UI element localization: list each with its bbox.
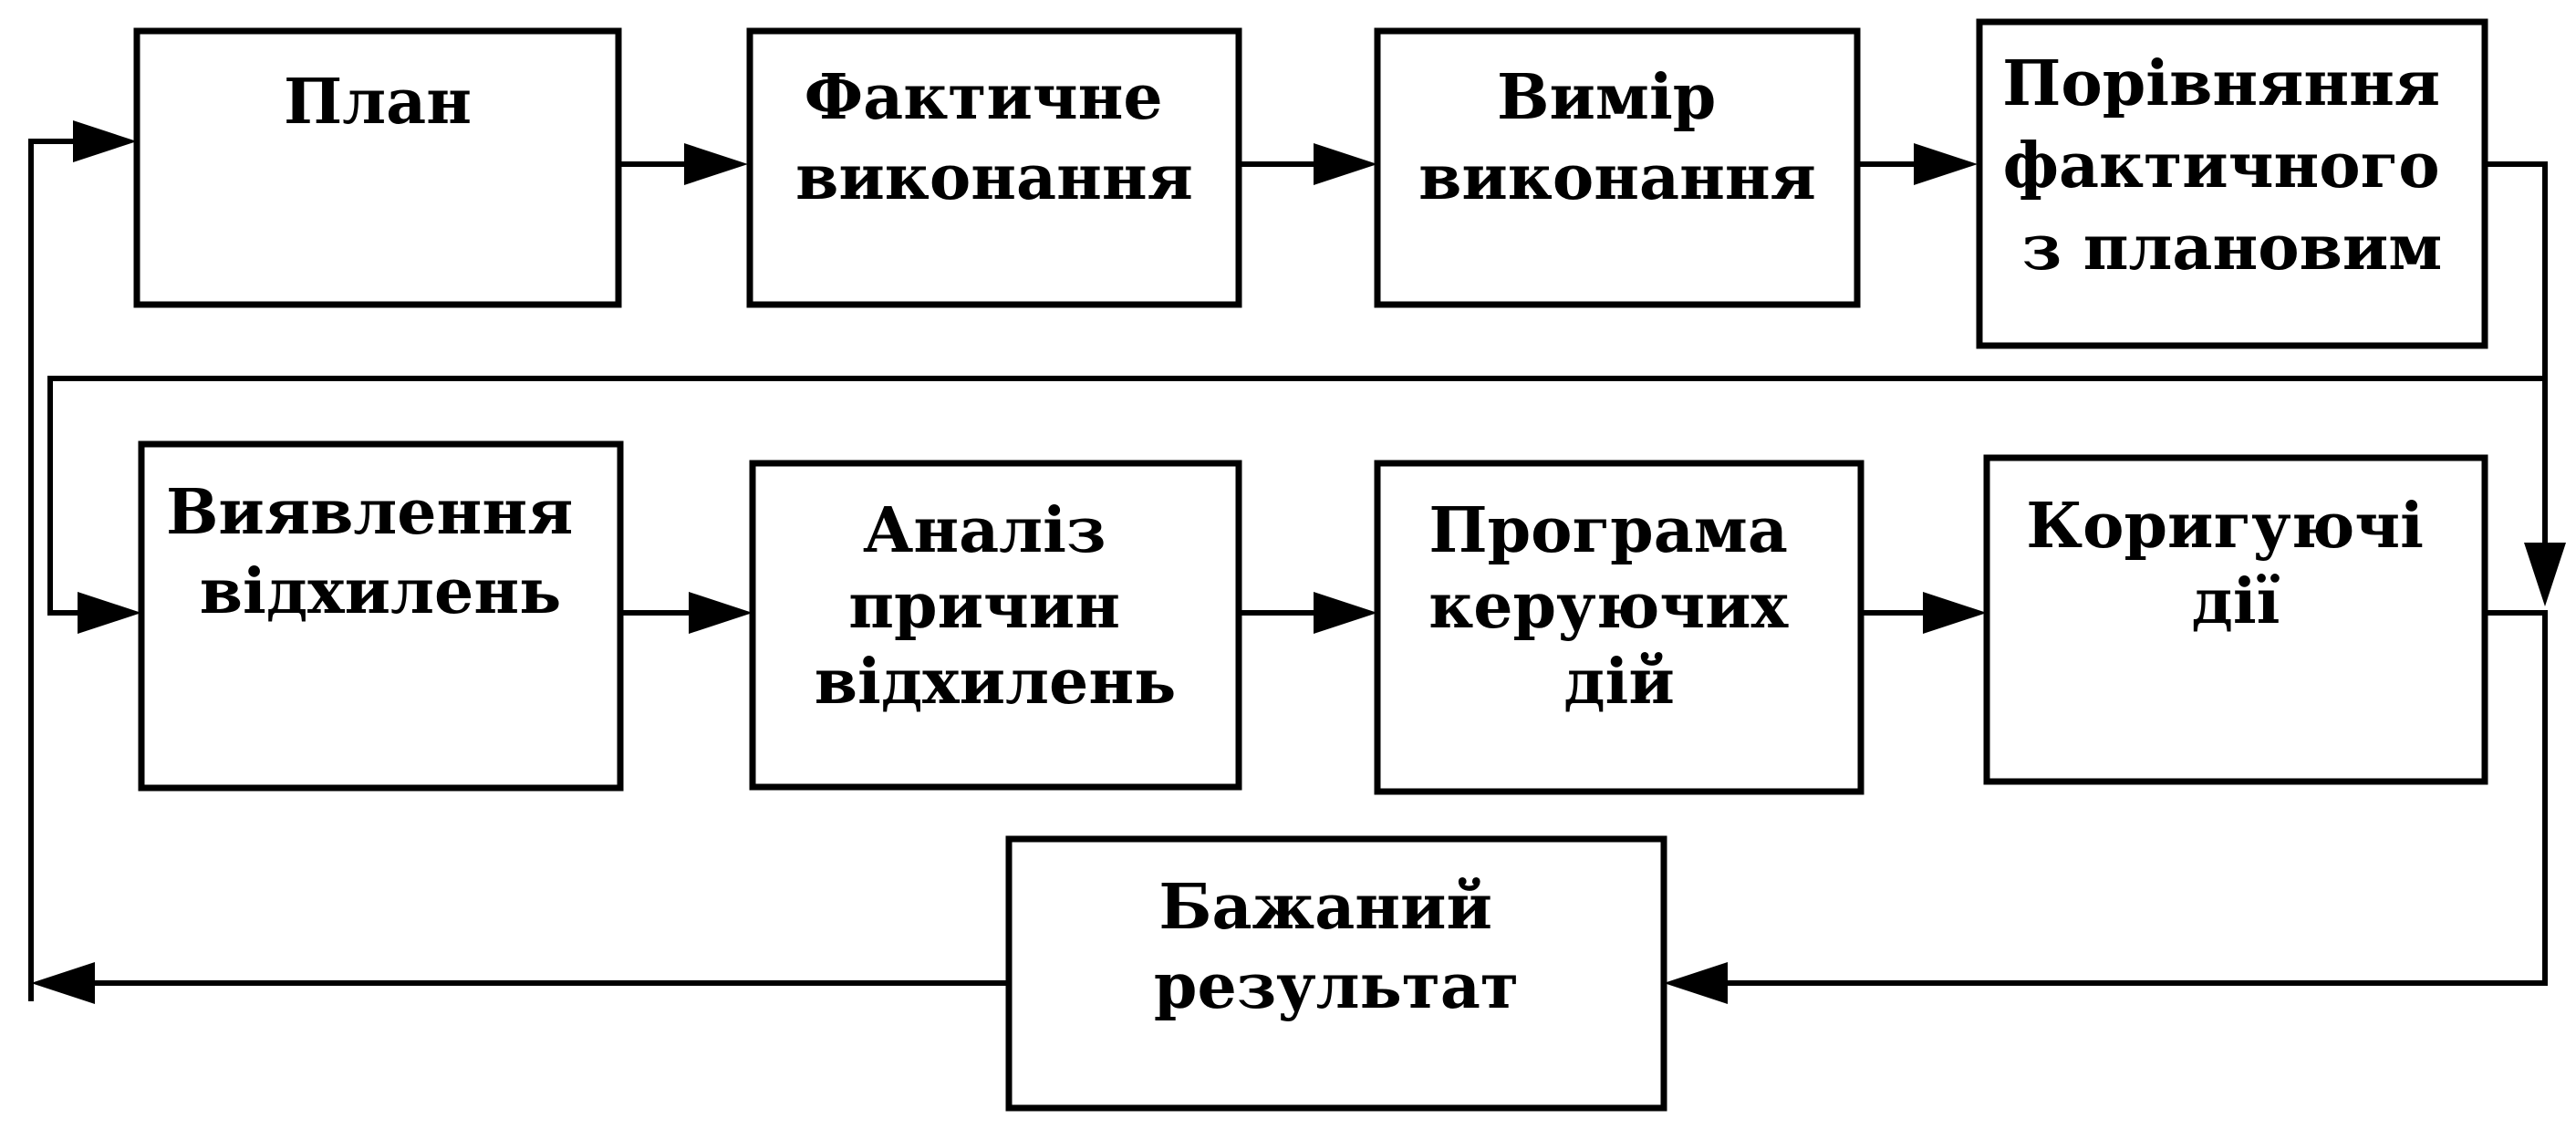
block-deviations: Виявлення відхилень (138, 440, 624, 792)
connectors (28, 120, 2566, 1004)
block-desired-result-label: Бажаний результат (1154, 871, 1519, 1023)
block-control-program: Програма керуючих дій (1374, 460, 1864, 795)
connector-left-vertical (28, 139, 87, 1001)
block-plan: План (133, 27, 622, 308)
arrowhead-into-deviations (78, 592, 141, 634)
block-cause-analysis: Аналіз причин відхилень (749, 460, 1242, 791)
block-actual-execution: Фактичне виконання (746, 27, 1242, 308)
arrowhead-left-bottom (31, 962, 95, 1004)
block-plan-label: План (284, 66, 472, 139)
arrowhead-into-plan (73, 120, 137, 162)
arrowhead-into-analysis (689, 592, 753, 634)
block-corrective-actions-label: Коригуючі дії (2026, 490, 2445, 638)
arrowhead-down-right (2524, 543, 2566, 606)
arrowhead-into-result (1664, 962, 1728, 1004)
block-desired-result: Бажаний результат (1005, 835, 1667, 1112)
block-comparison: Порівняння фактичного з плановим (1976, 18, 2488, 349)
connector-corrective-to-result (1715, 610, 2548, 986)
arrowhead-into-corrective (1923, 592, 1987, 634)
block-corrective-actions: Коригуючі дії (1983, 454, 2488, 785)
arrowhead-into-actual (684, 143, 748, 185)
connector-compare-to-deviations (47, 161, 2548, 616)
block-control-program-label: Програма керуючих дій (1428, 494, 1810, 719)
block-deviations-label: Виявлення відхилень (166, 476, 595, 628)
block-comparison-label: Порівняння фактичного з плановим (2002, 47, 2462, 285)
arrowhead-into-measure (1314, 143, 1377, 185)
block-measurement-label: Вимір виконання (1418, 61, 1816, 214)
block-actual-execution-label: Фактичне виконання (795, 61, 1193, 214)
arrowhead-into-compare (1914, 143, 1978, 185)
block-measurement: Вимір виконання (1374, 27, 1861, 308)
block-cause-analysis-label: Аналіз причин відхилень (815, 494, 1177, 719)
arrowhead-into-program (1314, 592, 1377, 634)
